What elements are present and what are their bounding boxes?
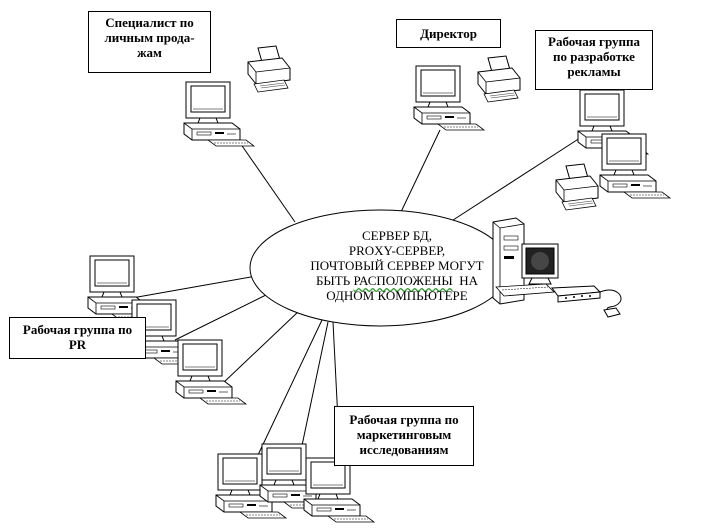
label-advertising-group: Рабочая группа по разработке рекламы <box>535 30 653 90</box>
computer-icon <box>413 65 485 131</box>
label-line: рекламы <box>567 64 621 79</box>
label-line: исследованиям <box>359 442 449 457</box>
label-pr-group: Рабочая группа по PR <box>9 317 146 359</box>
label-line: Директор <box>420 26 477 41</box>
label-line: по разработке <box>553 49 635 64</box>
modem-icon <box>551 285 622 313</box>
computer-icon <box>303 457 375 523</box>
center-line: БЫТЬ РАСПОЛОЖЕНЫ НА <box>282 273 512 288</box>
server-monitor-icon <box>495 243 559 297</box>
label-line: Рабочая группа по <box>349 412 459 427</box>
printer-icon <box>477 55 521 103</box>
computer-icon <box>175 339 247 405</box>
label-line: жам <box>137 45 162 60</box>
printer-icon <box>555 163 599 211</box>
label-sales-specialist: Специалист по личным прода- жам <box>88 11 211 73</box>
label-line: личным прода- <box>104 30 195 45</box>
connection-lines <box>131 129 581 461</box>
label-line: Рабочая группа <box>548 34 640 49</box>
label-marketing-group: Рабочая группа по маркетинговым исследов… <box>334 406 474 466</box>
label-line: Рабочая группа по <box>22 322 133 337</box>
label-line: PR <box>68 337 87 352</box>
center-line: СЕРВЕР БД, <box>361 228 433 243</box>
server-description: СЕРВЕР БД, PROXY-СЕРВЕР, ПОЧТОВЫЙ СЕРВЕР… <box>282 228 512 303</box>
spellcheck-word: РАСПОЛОЖЕНЫ <box>353 273 453 288</box>
label-line: Специалист по <box>105 15 194 30</box>
computer-icon <box>183 81 255 147</box>
center-line-suffix: НА <box>452 273 479 288</box>
computer-icon <box>599 133 671 199</box>
center-line-prefix: БЫТЬ <box>315 273 354 288</box>
center-line: ПОЧТОВЫЙ СЕРВЕР МОГУТ <box>310 258 484 273</box>
mouse-icon <box>603 307 621 318</box>
printer-icon <box>247 45 291 93</box>
label-line: маркетинговым <box>356 427 452 442</box>
label-director: Директор <box>396 19 501 48</box>
center-line: ОДНОМ КОМПЬЮТЕРЕ <box>326 288 468 303</box>
center-line: PROXY-СЕРВЕР, <box>348 243 446 258</box>
